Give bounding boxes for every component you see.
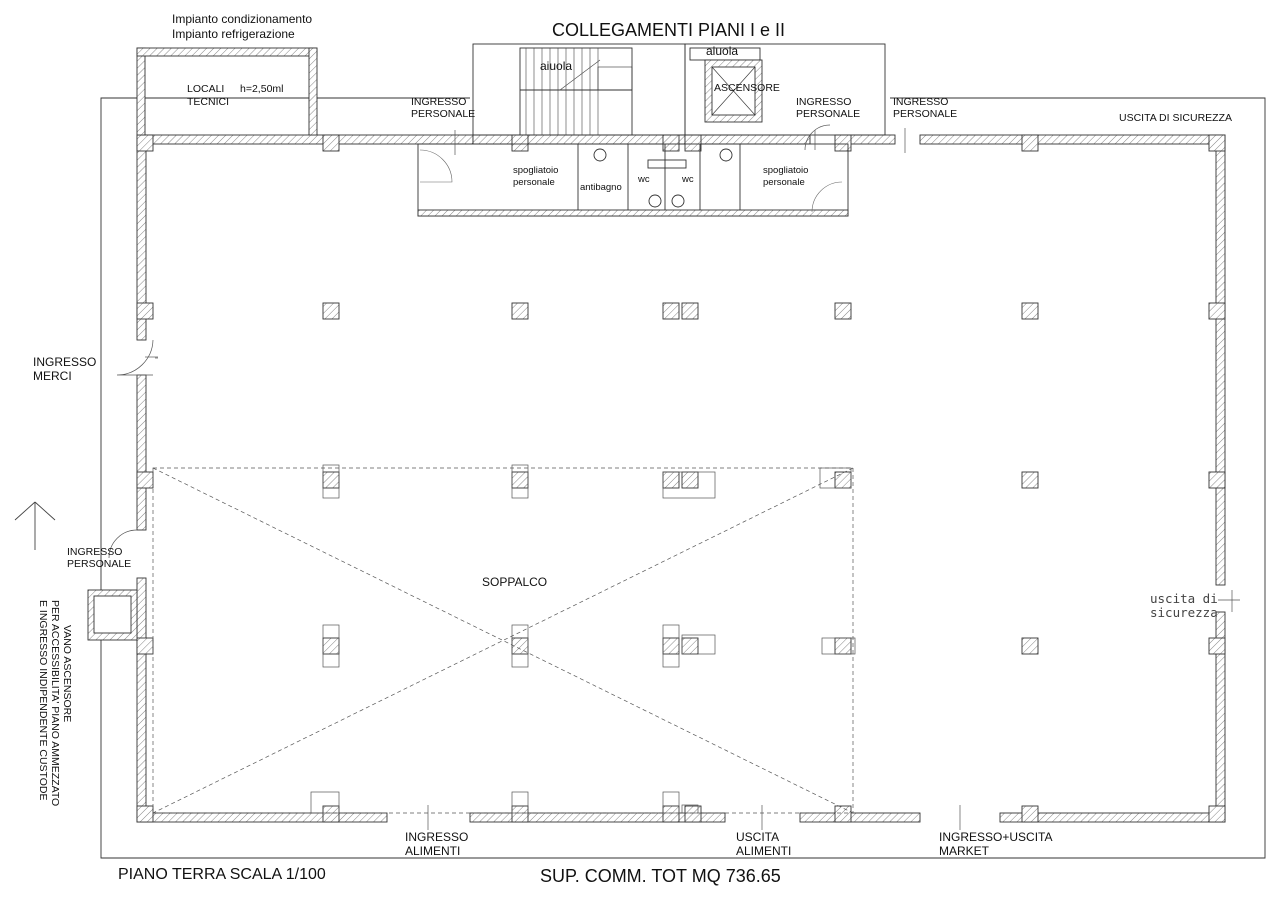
- uscita-alimenti-line2: ALIMENTI: [736, 844, 792, 858]
- service-block: [417, 143, 849, 217]
- door-swings: [108, 124, 831, 559]
- opening-markers: [155, 128, 1240, 830]
- aiuola-label-left: aiuola: [540, 59, 573, 73]
- spogliatoio-2-line2: personale: [763, 177, 805, 188]
- wall-top-right-c: [919, 134, 1226, 145]
- wall-right-a: [1215, 134, 1226, 586]
- locali-tecnici-line1: LOCALI: [187, 83, 225, 95]
- vano-ascensore-line3: E INGRESSO INDIPENDENTE CUSTODE: [37, 600, 49, 801]
- uscita-sicurezza-right-line1: uscita di: [1150, 591, 1218, 606]
- ingresso-personale-3-line1: INGRESSO: [893, 96, 949, 108]
- ingresso-personale-2-line2: PERSONALE: [796, 108, 861, 120]
- scale-label: PIANO TERRA SCALA 1/100: [118, 866, 326, 883]
- wall-bottom-a: [136, 812, 388, 823]
- wall-left-c: [136, 577, 147, 823]
- antibagno-label: antibagno: [580, 182, 622, 193]
- main-walls: [136, 134, 1226, 823]
- ingresso-alimenti-line1: INGRESSO: [405, 830, 469, 844]
- wall-left-b: [136, 374, 147, 531]
- ingresso-personale-4-line1: INGRESSO: [67, 546, 123, 558]
- stair-treads: [525, 48, 599, 135]
- surface-label: SUP. COMM. TOT MQ 736.65: [540, 866, 781, 886]
- uscita-alimenti-line1: USCITA: [736, 830, 780, 844]
- wall-bottom-c: [799, 812, 921, 823]
- elevator-top: [704, 59, 763, 123]
- ingresso-personale-4-line2: PERSONALE: [67, 558, 132, 570]
- ingresso-merci-line2: MERCI: [33, 369, 72, 383]
- outer-site-boundary: [100, 97, 1266, 859]
- wc-label-2: wc: [682, 174, 694, 185]
- uscita-sicurezza-right-line2: sicurezza: [1150, 605, 1218, 620]
- ingresso-alimenti-line2: ALIMENTI: [405, 844, 461, 858]
- right-shaft: [684, 43, 886, 136]
- wall-top-left: [136, 134, 474, 145]
- locali-tecnici-height: h=2,50ml: [240, 83, 284, 95]
- wall-pilasters: [136, 134, 1226, 823]
- stair-block: [472, 43, 886, 136]
- ingresso-personale-2-line1: INGRESSO: [796, 96, 852, 108]
- locali-tecnici-line2: TECNICI: [187, 96, 229, 108]
- ingresso-personale-1-line2: PERSONALE: [411, 108, 476, 120]
- note-refrigeration: Impianto refrigerazione: [172, 27, 295, 41]
- ingresso-uscita-market-line1: INGRESSO+USCITA: [939, 830, 1053, 844]
- plan-title: COLLEGAMENTI PIANI I e II: [552, 20, 786, 40]
- wall-top-mid: [472, 134, 686, 145]
- wall-top-right-a: [684, 134, 811, 145]
- north-arrow: [14, 501, 56, 550]
- side-elevator: [87, 589, 138, 641]
- ingresso-merci-line1: INGRESSO: [33, 355, 97, 369]
- technical-room: [136, 47, 318, 136]
- uscita-sicurezza-top: USCITA DI SICUREZZA: [1119, 112, 1232, 124]
- ingresso-personale-3-line2: PERSONALE: [893, 108, 958, 120]
- structural-columns: [322, 302, 1039, 655]
- note-air-conditioning: Impianto condizionamento: [172, 12, 313, 26]
- spogliatoio-1-line1: spogliatoio: [513, 165, 559, 176]
- ingresso-personale-1-line1: INGRESSO: [411, 96, 467, 108]
- aiuola-label-right: aiuola: [706, 44, 739, 58]
- soppalco-label: SOPPALCO: [482, 575, 548, 589]
- vano-ascensore-line1: VANO ASCENSORE: [61, 625, 73, 723]
- column-outlines: [310, 464, 856, 814]
- vano-ascensore-line2: PER ACCESSIBILITA' PIANO AMMEZZATO: [49, 600, 61, 807]
- ingresso-uscita-market-line2: MARKET: [939, 844, 990, 858]
- wc-label-1: wc: [638, 174, 650, 185]
- wall-bottom-b: [469, 812, 726, 823]
- soppalco-mezzanine: [152, 467, 854, 814]
- ascensore-label: ASCENSORE: [714, 82, 780, 94]
- spogliatoio-2-line1: spogliatoio: [763, 165, 809, 176]
- spogliatoio-1-line2: personale: [513, 177, 555, 188]
- stair-shaft: [472, 43, 686, 136]
